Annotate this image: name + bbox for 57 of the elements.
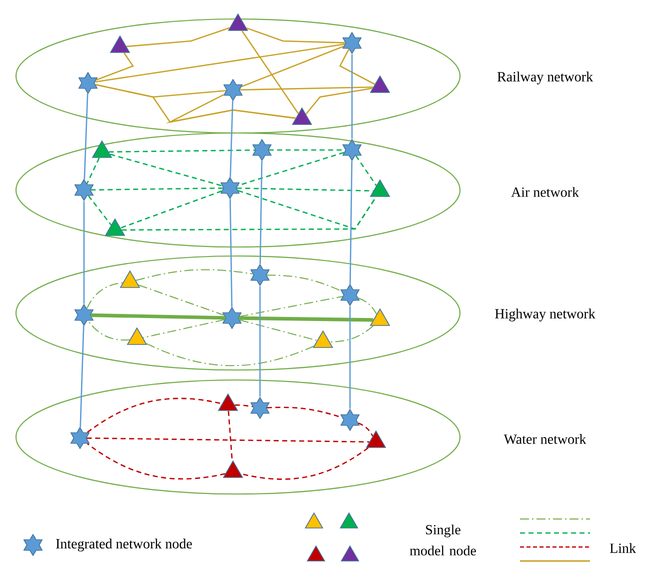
- link-line: [88, 320, 130, 340]
- link-line: [268, 149, 346, 151]
- link-line: [240, 86, 374, 91]
- network-label: Railway network: [497, 72, 594, 84]
- link-line: [84, 94, 88, 180]
- link-line: [80, 326, 84, 428]
- link-line: [306, 88, 373, 115]
- link-line: [86, 282, 124, 310]
- link-line: [87, 398, 222, 433]
- link-line: [239, 320, 318, 341]
- link-line: [120, 190, 222, 229]
- link-line: [90, 313, 226, 320]
- link-line: [329, 325, 374, 342]
- link-line: [241, 46, 344, 88]
- link-line: [138, 284, 224, 316]
- link-line: [240, 447, 368, 480]
- link-line: [83, 201, 85, 304]
- link-line: [230, 100, 234, 178]
- link-line: [260, 160, 262, 264]
- network-label: Highway network: [495, 308, 596, 322]
- link-line: [142, 319, 225, 338]
- link-line: [96, 52, 134, 80]
- link-line: [122, 196, 377, 231]
- link-line: [234, 404, 253, 408]
- link-line: [86, 158, 100, 184]
- link-line: [146, 343, 314, 366]
- link-line: [246, 27, 346, 44]
- legend-label: Link: [610, 543, 636, 553]
- link-line: [238, 152, 344, 186]
- link-line: [90, 187, 224, 191]
- link-line: [349, 306, 351, 409]
- link-line: [266, 274, 342, 292]
- link-line: [241, 30, 299, 114]
- link-line: [238, 296, 344, 318]
- network-label: Water network: [504, 434, 586, 444]
- link-line: [236, 188, 374, 192]
- link-line: [350, 161, 352, 284]
- link-line: [358, 422, 374, 436]
- link-line: [110, 154, 222, 186]
- link-line: [87, 443, 226, 480]
- link-line: [108, 149, 256, 153]
- link-line: [166, 94, 296, 124]
- link-line: [259, 286, 261, 397]
- link-line: [230, 199, 232, 308]
- link-line: [351, 54, 353, 139]
- link-line: [358, 298, 378, 315]
- link-line: [126, 27, 230, 48]
- legend-label: Single model node: [410, 524, 476, 556]
- link-line: [86, 437, 370, 443]
- legend-label: Integrated network node: [56, 538, 192, 552]
- link-line: [95, 43, 345, 83]
- link-line: [339, 48, 376, 85]
- network-label: Air network: [511, 187, 580, 197]
- link-line: [135, 269, 254, 281]
- link-line: [238, 316, 374, 322]
- link-line: [88, 195, 112, 226]
- link-line: [355, 155, 377, 186]
